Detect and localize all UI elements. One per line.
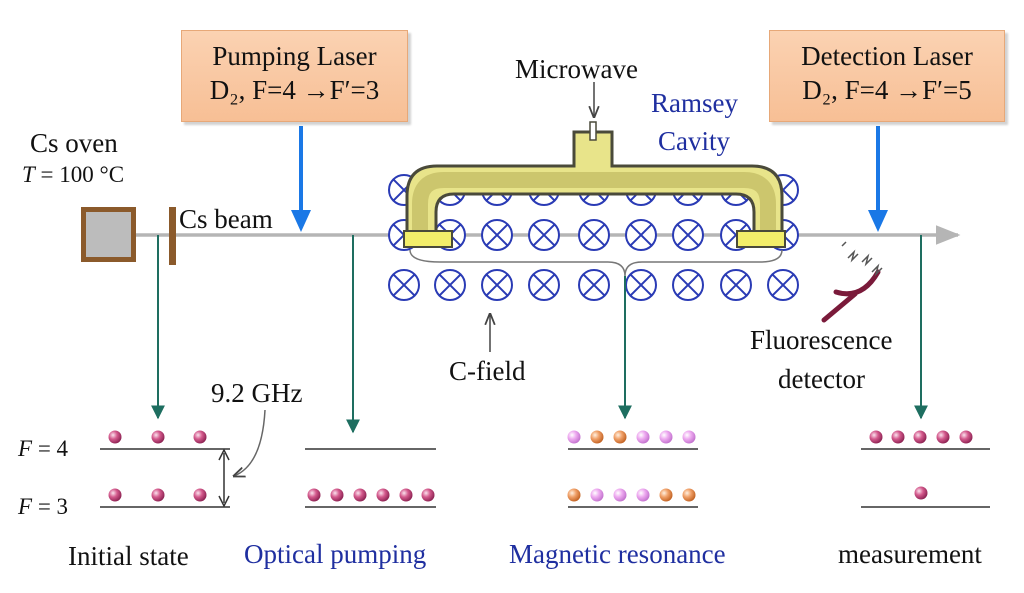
coil-icon: [767, 269, 799, 301]
cs-beam-label: Cs beam: [179, 204, 273, 234]
aperture-plate: [169, 207, 176, 265]
cs-oven-label: Cs oven: [30, 128, 118, 158]
detection-laser-title: Detection Laser: [801, 41, 973, 71]
detection-laser-arrow: [868, 126, 888, 232]
atom: [108, 488, 122, 502]
coil-icon: [528, 219, 560, 251]
atom: [193, 430, 207, 444]
coil-icon: [625, 219, 657, 251]
atom: [659, 430, 673, 444]
detection-laser-transition: D₂, F=4 →F′=5: [802, 75, 972, 105]
atom: [108, 430, 122, 444]
pumping-laser-transition: D₂, F=4 →F′=3: [209, 75, 380, 105]
temperature-value: = 100 °C: [40, 162, 125, 187]
atom: [307, 488, 321, 502]
fluorescence-detector-icon: [821, 241, 883, 323]
ramsey-cavity-icon: [403, 121, 786, 248]
atom: [421, 488, 435, 502]
atom: [913, 430, 927, 444]
oven-temperature: T = 100 °C: [22, 160, 124, 190]
coil-icon: [672, 219, 704, 251]
atom: [330, 488, 344, 502]
atom: [869, 430, 883, 444]
stage-resonance-label: Magnetic resonance: [509, 539, 726, 569]
atom: [376, 488, 390, 502]
fluorescence-label-2: detector: [778, 364, 865, 394]
coil-icon: [672, 269, 704, 301]
coil-icon: [578, 269, 610, 301]
energy-levels: [100, 448, 990, 508]
level-f4-label: F = 4: [18, 436, 69, 461]
cs-oven-icon: [81, 207, 136, 262]
coil-icon: [481, 219, 513, 251]
atom: [936, 430, 950, 444]
microwave-label: Microwave: [515, 54, 638, 84]
atom: [567, 488, 581, 502]
fluorescence-label-1: Fluorescence: [750, 325, 893, 355]
stage-pumping-label: Optical pumping: [244, 539, 427, 569]
level-f3-label: F = 3: [18, 494, 69, 519]
atom: [567, 430, 581, 444]
pumping-laser-arrow: [291, 126, 311, 232]
atom: [682, 488, 696, 502]
coil-icon: [528, 269, 560, 301]
atom: [636, 488, 650, 502]
coil-icon: [481, 269, 513, 301]
atom: [613, 430, 627, 444]
detection-laser-box: Detection Laser D₂, F=4 →F′=5: [769, 30, 1005, 122]
atom: [151, 430, 165, 444]
atom: [353, 488, 367, 502]
coil-icon: [388, 269, 420, 301]
coil-icon: [434, 269, 466, 301]
splitting-arrow: [218, 409, 266, 508]
atom: [399, 488, 413, 502]
pumping-laser-box: Pumping Laser D₂, F=4 →F′=3: [181, 30, 408, 122]
c-field-label: C-field: [449, 356, 526, 386]
atom: [193, 488, 207, 502]
coil-icon: [720, 269, 752, 301]
ramsey-cavity-label-1: Ramsey: [651, 88, 738, 118]
atom: [682, 430, 696, 444]
atom: [659, 488, 673, 502]
coil-icon: [625, 269, 657, 301]
atom: [590, 488, 604, 502]
atom: [914, 486, 928, 500]
stage-initial-label: Initial state: [68, 541, 189, 571]
atom: [636, 430, 650, 444]
stage-measurement-label: measurement: [838, 539, 982, 569]
coil-icon: [578, 219, 610, 251]
atom-populations: [108, 430, 973, 502]
atom: [151, 488, 165, 502]
splitting-label: 9.2 GHz: [211, 378, 303, 408]
ramsey-cavity-label-2: Cavity: [658, 126, 730, 156]
atom: [891, 430, 905, 444]
temperature-symbol: T: [22, 162, 35, 187]
atom: [613, 488, 627, 502]
atom: [590, 430, 604, 444]
atom: [959, 430, 973, 444]
pumping-laser-title: Pumping Laser: [212, 41, 377, 71]
